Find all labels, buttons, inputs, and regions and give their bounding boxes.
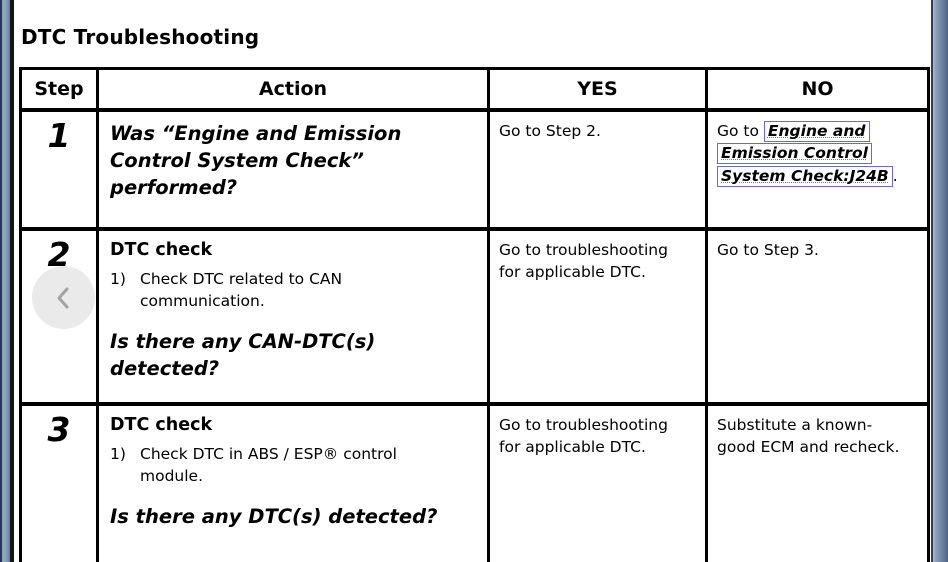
action-list-item: 1) Check DTC related to CAN communicatio… bbox=[110, 268, 477, 312]
document-link[interactable]: Engine and Emission Control System Check… bbox=[717, 121, 893, 187]
list-text: Check DTC in ABS / ESP® control module. bbox=[140, 445, 397, 485]
no-cell: Go to Step 3. bbox=[705, 227, 930, 406]
troubleshooting-table: Step Action YES NO 1 Was “Engine and Emi… bbox=[19, 67, 930, 562]
list-marker: 1) bbox=[110, 445, 126, 463]
yes-text: Go to troubleshooting for applicable DTC… bbox=[499, 241, 668, 282]
page-title: DTC Troubleshooting bbox=[21, 25, 260, 49]
window-edge-right bbox=[931, 0, 948, 562]
document-page: DTC Troubleshooting Step Action YES NO 1… bbox=[14, 0, 931, 562]
header-action: Action bbox=[96, 67, 490, 112]
chevron-left-icon bbox=[51, 285, 77, 311]
action-cell: DTC check 1) Check DTC in ABS / ESP® con… bbox=[96, 402, 490, 562]
action-heading: DTC check bbox=[110, 240, 213, 260]
action-heading: DTC check bbox=[110, 415, 213, 435]
step-number: 1 bbox=[19, 108, 99, 231]
action-list-item: 1) Check DTC in ABS / ESP® control modul… bbox=[110, 443, 477, 487]
action-question: Is there any DTC(s) detected? bbox=[110, 505, 438, 528]
action-cell: DTC check 1) Check DTC related to CAN co… bbox=[96, 227, 490, 406]
yes-text: Go to troubleshooting for applicable DTC… bbox=[499, 416, 668, 457]
step-number: 3 bbox=[19, 402, 99, 562]
no-text: Substitute a known-good ECM and recheck. bbox=[717, 416, 900, 457]
no-text: Go to Engine and Emission Control System… bbox=[717, 120, 903, 187]
table-row: 1 Was “Engine and Emission Control Syste… bbox=[19, 108, 930, 231]
prev-page-button[interactable] bbox=[32, 266, 95, 329]
list-text: Check DTC related to CAN communication. bbox=[140, 270, 343, 310]
no-cell: Substitute a known-good ECM and recheck. bbox=[705, 402, 930, 562]
yes-cell: Go to troubleshooting for applicable DTC… bbox=[487, 227, 708, 406]
header-yes: YES bbox=[487, 67, 708, 112]
yes-cell: Go to Step 2. bbox=[487, 108, 708, 231]
header-no: NO bbox=[705, 67, 930, 112]
action-question: Was “Engine and Emission Control System … bbox=[110, 122, 402, 199]
table-row: 3 DTC check 1) Check DTC in ABS / ESP® c… bbox=[19, 402, 930, 562]
yes-text: Go to Step 2. bbox=[499, 122, 601, 140]
no-text-suffix: . bbox=[892, 166, 898, 185]
yes-cell: Go to troubleshooting for applicable DTC… bbox=[487, 402, 708, 562]
action-question: Is there any CAN-DTC(s) detected? bbox=[110, 330, 376, 380]
header-step: Step bbox=[19, 67, 99, 112]
table-header-row: Step Action YES NO bbox=[19, 67, 930, 112]
no-cell: Go to Engine and Emission Control System… bbox=[705, 108, 930, 231]
window-edge-left bbox=[0, 0, 14, 562]
list-marker: 1) bbox=[110, 270, 126, 288]
no-text: Go to Step 3. bbox=[717, 241, 819, 259]
no-text-prefix: Go to bbox=[717, 122, 764, 140]
table-row: 2 DTC check 1) Check DTC related to CAN … bbox=[19, 227, 930, 406]
action-cell: Was “Engine and Emission Control System … bbox=[96, 108, 490, 231]
